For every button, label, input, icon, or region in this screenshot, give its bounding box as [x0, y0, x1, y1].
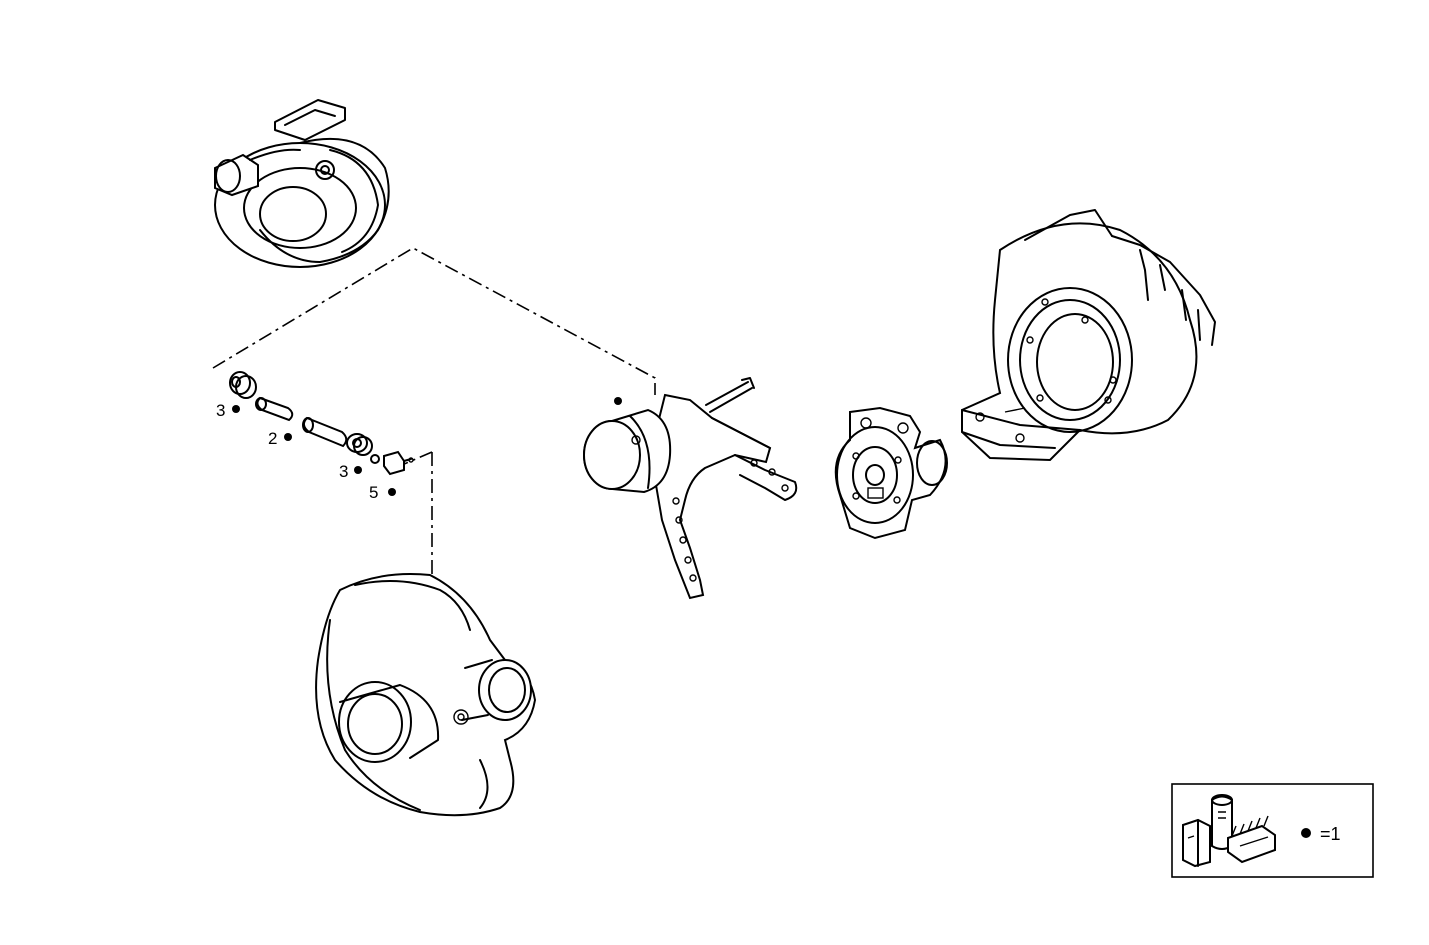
assembly-bullet — [354, 466, 362, 474]
turbine-housing-flange[interactable] — [834, 406, 948, 540]
lower-compressor-housing[interactable] — [315, 573, 537, 817]
legend-bullet — [1301, 828, 1311, 838]
sleeve-ring-part[interactable] — [229, 371, 257, 399]
assembly-bullet — [614, 397, 622, 405]
upper-turbocharger[interactable] — [214, 99, 390, 268]
callout-3-lower: 3 — [339, 462, 362, 481]
assembly-bullet — [388, 488, 396, 496]
legend-box: =1 — [1171, 783, 1374, 878]
sensor-fitting-part[interactable] — [370, 450, 414, 476]
short-pipe-part[interactable] — [255, 396, 294, 422]
assembly-bullet — [232, 405, 240, 413]
wastegate-actuator-bracket[interactable] — [583, 377, 798, 600]
callout-3-upper: 3 — [216, 401, 240, 420]
sealant-kit-icon — [1182, 794, 1276, 868]
callout-actuator — [614, 397, 622, 405]
callout-number: 5 — [369, 483, 378, 502]
clamp-ring-part[interactable] — [346, 433, 373, 456]
callout-number: 3 — [216, 401, 225, 420]
assembly-bullet — [284, 433, 292, 441]
long-pipe-part[interactable] — [302, 416, 348, 448]
callout-number: 2 — [268, 429, 277, 448]
callout-5: 5 — [369, 483, 396, 502]
legend-quantity-text: =1 — [1320, 824, 1341, 844]
large-turbine-housing[interactable] — [961, 209, 1216, 462]
callout-2: 2 — [268, 429, 292, 448]
callout-number: 3 — [339, 462, 348, 481]
